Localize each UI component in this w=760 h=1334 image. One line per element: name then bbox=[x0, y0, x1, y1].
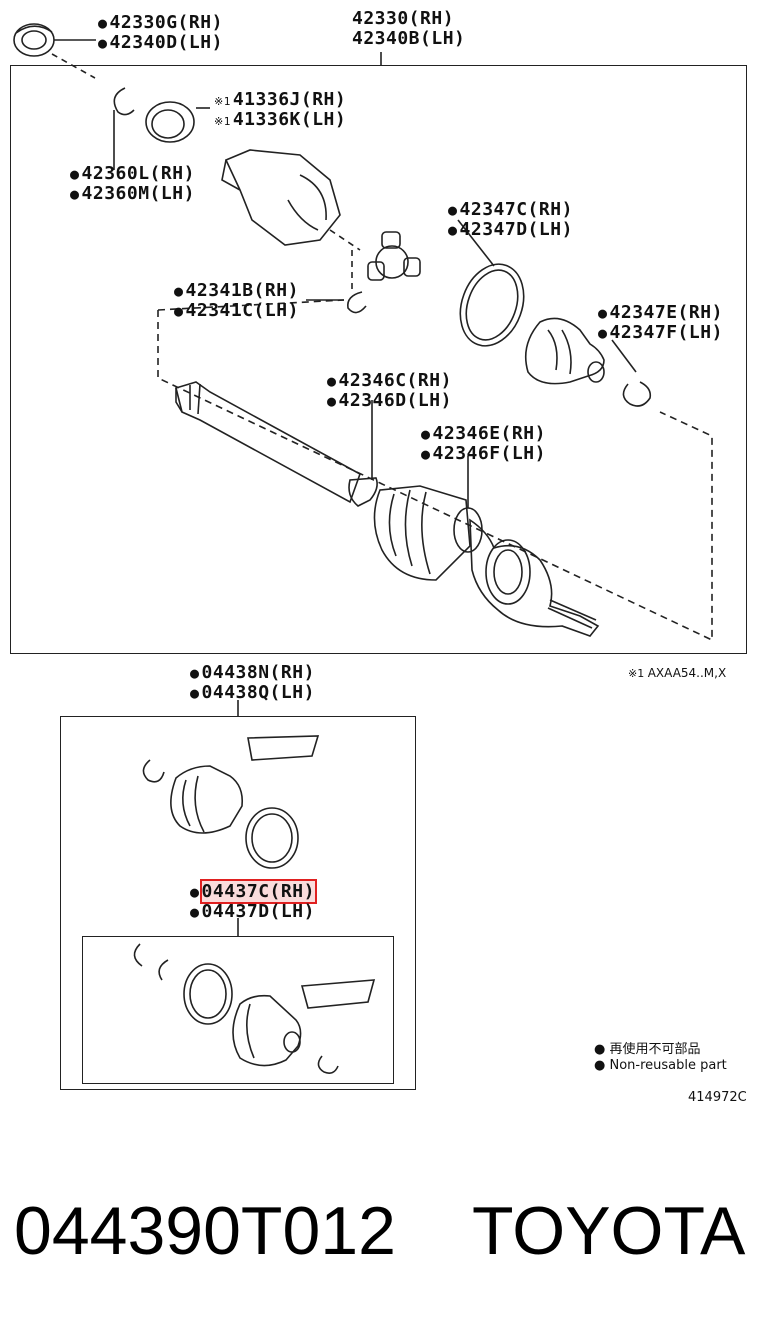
part-label-04437c[interactable]: 04437C(RH) bbox=[190, 879, 317, 904]
diagram-code: 414972C bbox=[688, 1090, 747, 1105]
part-number-text: 42346F(LH) bbox=[432, 443, 546, 464]
kit-boot-drawing bbox=[142, 735, 320, 869]
part-label-42346d[interactable]: 42346D(LH) bbox=[327, 391, 452, 411]
part-label-42347d[interactable]: 42347D(LH) bbox=[448, 220, 573, 240]
boot-clamp-drawing bbox=[459, 263, 525, 347]
part-number-text: 04437D(LH) bbox=[201, 901, 315, 922]
part-number-text: 42347E(RH) bbox=[609, 302, 723, 323]
part-number-text: 04438Q(LH) bbox=[201, 682, 315, 703]
part-label-42347c[interactable]: 42347C(RH) bbox=[448, 200, 573, 220]
part-label-42346c[interactable]: 42346C(RH) bbox=[327, 371, 452, 391]
part-number-text: 42360M(LH) bbox=[81, 183, 195, 204]
kit-inner-frame bbox=[82, 936, 394, 1084]
drive-shaft-drawing bbox=[175, 381, 600, 637]
seal-ring-drawing bbox=[145, 101, 195, 143]
part-number-text: 42346E(RH) bbox=[432, 423, 546, 444]
part-number-text: 41336K(LH) bbox=[232, 109, 347, 130]
legend-item-jp: ● 再使用不可部品 bbox=[594, 1042, 701, 1057]
part-label-42360l[interactable]: 42360L(RH) bbox=[70, 164, 195, 184]
part-number-text: 04438N(RH) bbox=[201, 662, 315, 683]
part-label-42330g[interactable]: 42330G(RH) bbox=[98, 13, 223, 33]
footnote: ※1 AXAA54..M,X bbox=[628, 666, 727, 680]
part-number-text: 42346D(LH) bbox=[338, 390, 452, 411]
footnote-text: AXAA54..M,X bbox=[647, 666, 727, 680]
part-label-42341c[interactable]: 42341C(LH) bbox=[174, 301, 299, 321]
part-label-41336k[interactable]: 41336K(LH) bbox=[214, 110, 346, 132]
small-clamp-drawing bbox=[622, 381, 652, 407]
part-number-text: 42330G(RH) bbox=[109, 12, 223, 33]
part-number-text: 42347C(RH) bbox=[459, 199, 573, 220]
inner-boot-drawing bbox=[524, 317, 605, 385]
assembly-label-rh: 42330(RH) bbox=[352, 8, 455, 29]
part-number-text: 42340D(LH) bbox=[109, 32, 223, 53]
outer-seal-drawing bbox=[13, 23, 55, 57]
tripod-drawing bbox=[367, 231, 421, 281]
part-number-text: 42347F(LH) bbox=[609, 322, 723, 343]
kit-inner-drawing bbox=[133, 943, 376, 1074]
legend-text-jp: 再使用不可部品 bbox=[609, 1042, 701, 1057]
kit-outer-frame bbox=[60, 716, 416, 1090]
part-label-42346f[interactable]: 42346F(LH) bbox=[421, 444, 546, 464]
part-label-04437d[interactable]: 04437D(LH) bbox=[190, 902, 315, 922]
circlip-drawing bbox=[346, 291, 367, 314]
part-number-text: 42360L(RH) bbox=[81, 163, 195, 184]
part-label-42341b[interactable]: 42341B(RH) bbox=[174, 281, 299, 301]
part-number-text: 42347D(LH) bbox=[459, 219, 573, 240]
part-number-caption: 044390T012 bbox=[14, 1193, 396, 1269]
part-number-text: 42346C(RH) bbox=[338, 370, 452, 391]
main-diagram-frame bbox=[10, 65, 747, 654]
part-label-04438n[interactable]: 04438N(RH) bbox=[190, 663, 315, 683]
brand-caption: TOYOTA bbox=[472, 1193, 746, 1269]
part-label-42347e[interactable]: 42347E(RH) bbox=[598, 303, 723, 323]
highlighted-part-number: 04437C(RH) bbox=[199, 879, 317, 904]
part-number-text: 42341C(LH) bbox=[185, 300, 299, 321]
part-number-text: 42341B(RH) bbox=[185, 280, 299, 301]
part-label-04438q[interactable]: 04438Q(LH) bbox=[190, 683, 315, 703]
inner-joint-drawing bbox=[221, 149, 341, 246]
part-label-42360m[interactable]: 42360M(LH) bbox=[70, 184, 195, 204]
part-label-42347f[interactable]: 42347F(LH) bbox=[598, 323, 723, 343]
part-label-42346e[interactable]: 42346E(RH) bbox=[421, 424, 546, 444]
part-number-text: 41336J(RH) bbox=[232, 89, 347, 110]
legend-text-en: Non-reusable part bbox=[609, 1058, 727, 1073]
part-label-41336j[interactable]: 41336J(RH) bbox=[214, 90, 346, 112]
part-label-42340d[interactable]: 42340D(LH) bbox=[98, 33, 223, 53]
assembly-label-lh: 42340B(LH) bbox=[352, 28, 466, 49]
legend-item-en: ● Non-reusable part bbox=[594, 1058, 727, 1073]
snap-ring-drawing bbox=[113, 87, 135, 116]
